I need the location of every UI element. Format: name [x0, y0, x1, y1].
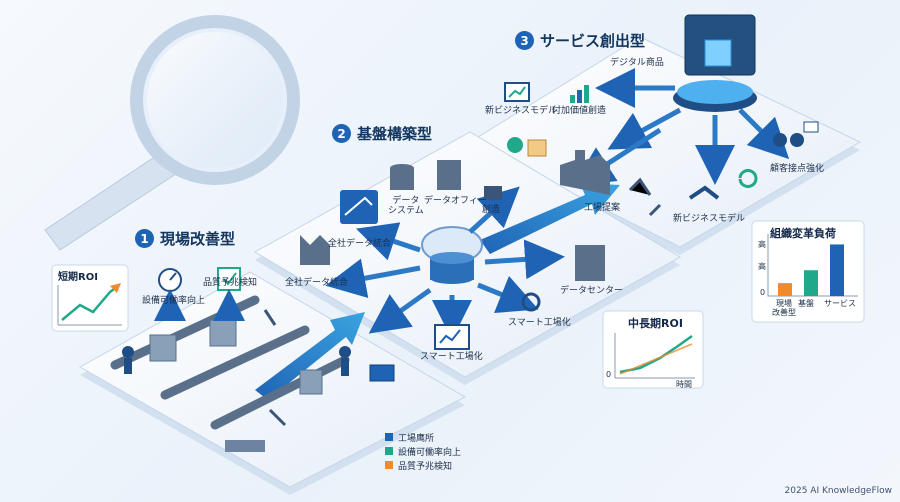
org-burden-ytick-top: 高 — [758, 240, 766, 249]
stage2-label: 基盤構築型 — [357, 125, 433, 143]
org-burden-bars — [767, 234, 858, 297]
org-burden-ytick-zero: 0 — [760, 288, 766, 297]
platform-stage3 — [468, 36, 862, 255]
label-company-data-2: 全社データ統合 — [285, 278, 349, 288]
org-burden-bar — [778, 283, 792, 296]
stage2-icons — [300, 160, 605, 350]
legend-label: 品質予兆検知 — [398, 461, 453, 472]
legend-label: 工場鹰所 — [398, 433, 435, 444]
legend-swatch — [385, 433, 393, 441]
label-data-system: データ システム — [388, 196, 424, 217]
org-burden-bar — [804, 270, 818, 296]
legend: 工場鹰所 設備可働率向上 品質予兆検知 — [385, 430, 461, 472]
stage2-title: 2 基盤構築型 — [332, 123, 432, 144]
stage1-title: 1 現場改善型 — [135, 228, 235, 249]
legend-swatch — [385, 447, 393, 455]
legend-label: 設備可働率向上 — [398, 447, 462, 458]
legend-item: 品質予兆検知 — [385, 458, 461, 472]
label-data-center: データセンター — [560, 286, 624, 296]
org-burden-bar — [830, 244, 844, 296]
gauge-icon — [158, 268, 182, 292]
org-burden-category-label: 基盤 — [798, 299, 814, 308]
stage3-title: 3 サービス創出型 — [515, 30, 645, 51]
mid-roi-title: 中長期ROI — [628, 317, 683, 330]
footer-credit: 2025 AI KnowledgeFlow — [784, 486, 892, 496]
org-burden-title: 組織変革負荷 — [770, 227, 836, 240]
org-burden-category-label: サービス — [824, 299, 856, 308]
stage1-number: 1 — [135, 229, 154, 248]
label-new-business-model-2: 新ビジネスモデル — [673, 214, 746, 224]
org-burden-ytick-mid: 高 — [758, 262, 766, 271]
stage1-label: 現場改善型 — [160, 230, 236, 248]
label-uptime: 設備可働率向上 — [142, 296, 206, 306]
cloud-database-hub — [421, 226, 483, 284]
legend-item: 設備可働率向上 — [385, 444, 461, 458]
label-customer-engagement: 顧客接点強化 — [770, 164, 825, 174]
label-smart-factory-1: スマート工場化 — [508, 318, 571, 328]
mid-roi-axis-x: 時間 — [676, 380, 692, 389]
mid-roi-axis-zero: 0 — [606, 370, 612, 379]
legend-item: 工場鹰所 — [385, 430, 461, 444]
label-digital-products: デジタル商品 — [610, 58, 664, 68]
digital-hub-screen — [673, 14, 757, 112]
arrow-stage1-to-stage2 — [255, 312, 365, 400]
stage3-number: 3 — [515, 31, 534, 50]
stage2-number: 2 — [332, 124, 351, 143]
arrow-stage2-to-stage3 — [480, 183, 620, 254]
label-quality: 品質予兆検知 — [203, 278, 258, 288]
label-new-business-model-1: 新ビジネスモデル — [485, 106, 558, 116]
stage3-label: サービス創出型 — [540, 32, 646, 50]
org-burden-category-label: 現場 改善型 — [772, 299, 796, 318]
short-roi-card — [51, 264, 129, 332]
hub-arrows — [325, 186, 565, 340]
label-creation: 創造 — [482, 205, 501, 215]
mid-roi-card — [602, 310, 704, 389]
label-data-office: データオフィー — [424, 196, 487, 206]
label-value-add: 付加価値創造 — [552, 106, 607, 116]
org-burden-axis — [767, 234, 858, 297]
label-factory-proposal: 工場提案 — [584, 203, 621, 213]
legend-swatch — [385, 461, 393, 469]
stage3-icons — [504, 82, 819, 217]
short-roi-title: 短期ROI — [58, 272, 98, 283]
magnifier-decoration — [44, 15, 300, 251]
label-company-data-1: 全社データ統合 — [328, 239, 392, 249]
label-smart-factory-2: スマート工場化 — [420, 352, 483, 362]
